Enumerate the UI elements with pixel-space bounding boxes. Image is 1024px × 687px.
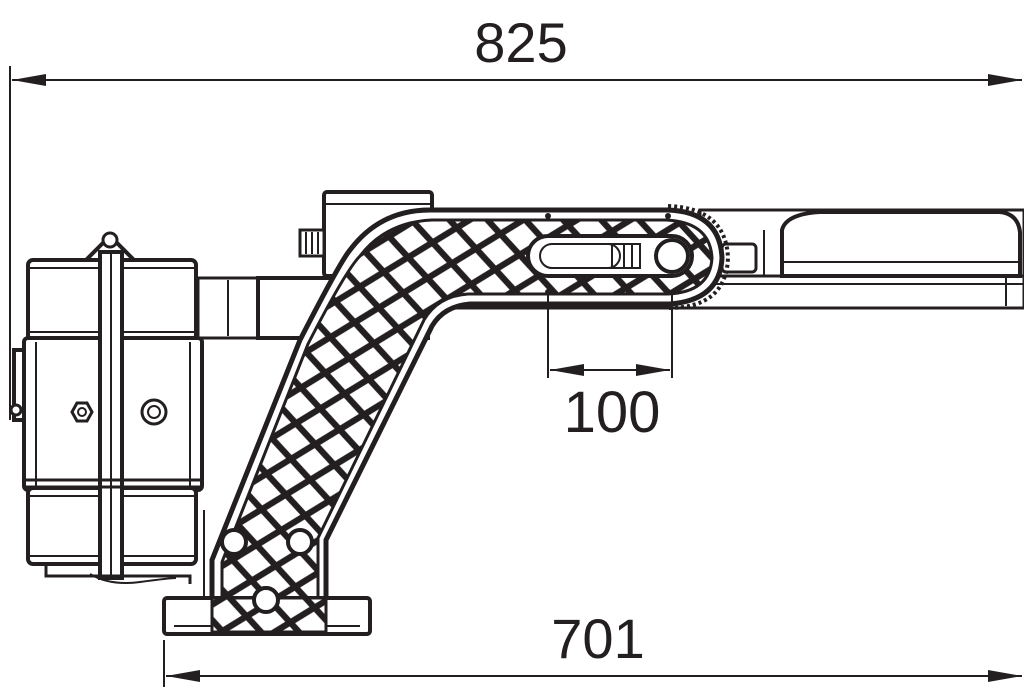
base-plate <box>162 510 372 636</box>
dimension-label-overall: 825 <box>474 11 567 74</box>
dimension-base: 701 <box>163 607 1022 687</box>
slide-roller <box>654 238 690 274</box>
handle-knob <box>9 403 23 417</box>
dimension-label-base: 701 <box>551 607 644 670</box>
lattice-arm <box>209 204 731 633</box>
side-handle <box>12 348 24 422</box>
sprocket-chain <box>667 204 731 310</box>
lifting-eye-ring <box>101 231 119 249</box>
dimension-label-slide: 100 <box>564 380 661 445</box>
bottom-wiring <box>44 566 192 584</box>
rail-assembly <box>428 208 1024 310</box>
arm-hole-left <box>220 528 248 556</box>
rivet <box>665 289 671 295</box>
motor-housing <box>9 231 204 584</box>
rivet <box>545 213 551 219</box>
arm-hole-right <box>286 528 314 556</box>
arm-lattice <box>220 218 714 624</box>
dimension-overall: 825 <box>9 11 1022 420</box>
dimension-slide: 100 <box>547 292 673 445</box>
rivet <box>665 213 671 219</box>
end-cover <box>780 210 1022 278</box>
